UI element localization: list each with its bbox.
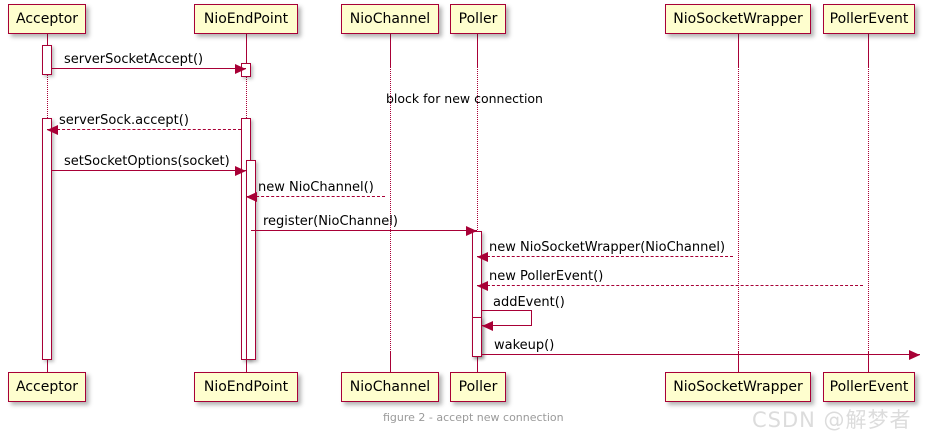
arrow-head-m8 [482, 321, 493, 331]
activation-bar-acceptor [42, 118, 52, 360]
lifeline-tail-pollerevent [868, 352, 869, 372]
activation-bar-poller [472, 317, 482, 357]
lifeline-poller [477, 34, 478, 372]
figure-caption: figure 2 - accept new connection [383, 411, 564, 424]
message-label-m2: serverSock.accept() [59, 113, 189, 128]
message-label-m1: serverSocketAccept() [64, 52, 204, 67]
arrow-head-m5 [466, 226, 477, 236]
lifeline-pollerevent [868, 34, 869, 372]
lifeline-head-poller [477, 34, 478, 68]
participant-label: NioEndPoint [203, 379, 289, 395]
participant-box-niochannel-bottom[interactable]: NioChannel [341, 372, 439, 402]
arrow-head-m9 [909, 350, 920, 360]
participant-label: NioSocketWrapper [673, 11, 803, 27]
self-message-m8 [482, 310, 532, 326]
participant-box-nioendpoint-top[interactable]: NioEndPoint [194, 4, 298, 34]
message-line-m9 [482, 354, 920, 355]
lifeline-tail-poller [477, 352, 478, 372]
lifeline-tail-acceptor [47, 352, 48, 372]
csdn-watermark: CSDN @解梦者 [752, 408, 912, 432]
participant-box-acceptor-top[interactable]: Acceptor [8, 4, 86, 34]
lifeline-tail-niosocketwrapper [738, 352, 739, 372]
message-line-m1 [52, 68, 246, 69]
participant-label: Poller [458, 11, 498, 27]
participant-label: Acceptor [15, 11, 79, 27]
message-label-m7: new PollerEvent() [489, 269, 604, 284]
participant-box-niochannel-top[interactable]: NioChannel [341, 4, 439, 34]
participant-label: NioChannel [349, 11, 431, 27]
participant-box-poller-top[interactable]: Poller [450, 4, 506, 34]
message-line-m4 [246, 196, 385, 197]
participant-label: NioSocketWrapper [673, 379, 803, 395]
participant-box-pollerevent-bottom[interactable]: PollerEvent [823, 372, 915, 402]
arrow-head-m6 [477, 252, 488, 262]
participant-box-pollerevent-top[interactable]: PollerEvent [823, 4, 915, 34]
message-label-m5: register(NioChannel) [263, 214, 398, 229]
lifeline-niochannel [390, 34, 391, 372]
participant-box-niosocketwrapper-top[interactable]: NioSocketWrapper [665, 4, 811, 34]
message-line-m3 [52, 170, 246, 171]
participant-box-nioendpoint-bottom[interactable]: NioEndPoint [194, 372, 298, 402]
lifeline-tail-niochannel [390, 352, 391, 372]
lifeline-head-pollerevent [868, 34, 869, 68]
activation-bar-nioendpoint [246, 160, 256, 360]
participant-label: PollerEvent [829, 379, 909, 395]
participant-label: NioChannel [349, 379, 431, 395]
message-label-m9: wakeup() [494, 338, 555, 353]
lifeline-niosocketwrapper [738, 34, 739, 372]
arrow-head-m4 [246, 192, 257, 202]
arrow-head-m2 [47, 125, 58, 135]
participant-box-acceptor-bottom[interactable]: Acceptor [8, 372, 86, 402]
participant-label: NioEndPoint [203, 11, 289, 27]
participant-label: PollerEvent [829, 11, 909, 27]
participant-box-niosocketwrapper-bottom[interactable]: NioSocketWrapper [665, 372, 811, 402]
note-n1: block for new connection [386, 91, 543, 106]
message-line-m7 [477, 285, 863, 286]
activation-bar-acceptor [42, 45, 52, 75]
message-line-m6 [477, 256, 733, 257]
participant-label: Poller [458, 379, 498, 395]
participant-label: Acceptor [15, 379, 79, 395]
arrow-head-m1 [235, 64, 246, 74]
participant-box-poller-bottom[interactable]: Poller [450, 372, 506, 402]
message-line-m5 [251, 230, 477, 231]
arrow-head-m7 [477, 281, 488, 291]
lifeline-head-niochannel [390, 34, 391, 68]
message-label-m8: addEvent() [493, 295, 565, 310]
arrow-head-m3 [235, 166, 246, 176]
lifeline-head-niosocketwrapper [738, 34, 739, 68]
message-label-m4: new NioChannel() [258, 180, 374, 195]
message-label-m3: setSocketOptions(socket) [64, 154, 230, 169]
message-label-m6: new NioSocketWrapper(NioChannel) [489, 240, 726, 255]
lifeline-head-nioendpoint [246, 34, 247, 68]
lifeline-tail-nioendpoint [246, 352, 247, 372]
message-line-m2 [47, 129, 241, 130]
